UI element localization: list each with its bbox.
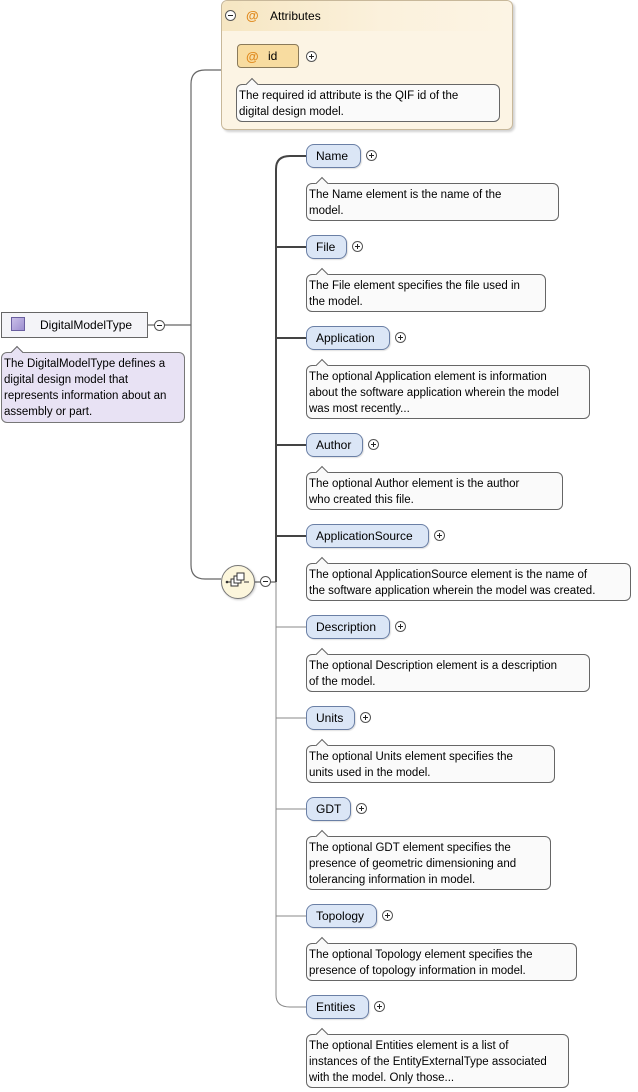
expand-icon[interactable]: [395, 332, 406, 343]
attribute-id-label: id: [268, 49, 278, 63]
attributes-header: [222, 1, 512, 31]
note-line: assembly or part.: [4, 406, 93, 418]
root-type-node[interactable]: [1, 312, 148, 338]
expand-icon[interactable]: [366, 150, 377, 161]
note-line: of the model.: [309, 676, 376, 688]
expand-id-icon[interactable]: [306, 51, 317, 62]
note-line: presence of geometric dimensioning and: [309, 858, 517, 870]
attribute-id-note: The required id attribute is the QIF id …: [236, 84, 500, 122]
element-label: File: [316, 240, 336, 254]
attribute-id-node[interactable]: [237, 44, 299, 68]
note-line: The optional Topology element specifies …: [309, 949, 533, 961]
sequence-glyph: [225, 572, 249, 587]
expand-icon[interactable]: [356, 803, 367, 814]
element-note: The optional GDT element specifies the pr…: [306, 836, 551, 890]
element-node-topology[interactable]: [306, 904, 377, 928]
expand-icon[interactable]: [434, 530, 445, 541]
note-line: instances of the EntityExternalType asso…: [309, 1056, 547, 1068]
note-line: The optional Units element specifies the: [309, 751, 513, 763]
element-note: The optional Units element specifies the…: [306, 745, 555, 783]
note-line: The optional Application element is info…: [309, 371, 547, 383]
note-line: The optional Author element is the autho…: [309, 478, 520, 490]
element-label: Entities: [316, 1000, 356, 1014]
element-note: The optional Description element is a de…: [306, 654, 590, 692]
note-line: The optional GDT element specifies the: [309, 842, 511, 854]
element-label: Author: [316, 438, 352, 452]
element-label: Units: [316, 711, 344, 725]
note-line: with the model. Only those...: [309, 1072, 455, 1084]
at-sign-icon: @: [246, 8, 259, 23]
note-line: who created this file.: [309, 494, 414, 506]
collapse-attributes-icon[interactable]: [225, 10, 236, 21]
note-line: tolerancing information in model.: [309, 874, 476, 886]
note-line: units used in the model.: [309, 767, 431, 779]
note-line: the software application wherein the mod…: [309, 585, 596, 597]
element-label: ApplicationSource: [316, 529, 413, 543]
element-note: The optional Entities element is a list …: [306, 1034, 569, 1088]
note-line: the model.: [309, 296, 363, 308]
expand-icon[interactable]: [368, 439, 379, 450]
element-note: The File element specifies the file used…: [306, 274, 546, 312]
sequence-compositor-icon[interactable]: [221, 565, 255, 599]
note-line: was most recently...: [309, 403, 410, 415]
note-line: represents information about an: [4, 390, 167, 402]
note-line: The Name element is the name of the: [309, 189, 502, 201]
element-node-entities[interactable]: [306, 995, 369, 1019]
element-note: The optional Application element is info…: [306, 365, 590, 419]
note-line: digital design model that: [4, 374, 129, 386]
note-line: The File element specifies the file used…: [309, 280, 520, 292]
element-node-description[interactable]: [306, 615, 390, 639]
note-line: presence of topology information in mode…: [309, 965, 526, 977]
note-line: model.: [309, 205, 344, 217]
expand-icon[interactable]: [382, 910, 393, 921]
note-line: about the software application wherein t…: [309, 387, 559, 399]
at-sign-icon: @: [246, 49, 259, 64]
element-label: Name: [316, 149, 349, 163]
element-note: The optional Topology element specifies …: [306, 943, 577, 981]
note-line: digital design model.: [239, 106, 344, 118]
expand-icon[interactable]: [395, 621, 406, 632]
element-note: The optional Author element is the autho…: [306, 472, 563, 510]
expand-icon[interactable]: [352, 241, 363, 252]
element-label: Description: [316, 620, 377, 634]
expand-icon[interactable]: [360, 712, 371, 723]
collapse-sequence-icon[interactable]: [260, 576, 271, 587]
note-line: The optional Description element is a de…: [309, 660, 558, 672]
element-label: GDT: [316, 802, 342, 816]
expand-icon[interactable]: [374, 1001, 385, 1012]
element-node-author[interactable]: [306, 433, 363, 457]
collapse-root-icon[interactable]: [154, 320, 165, 331]
root-type-label: DigitalModelType: [40, 318, 133, 332]
note-line: The DigitalModelType defines a: [4, 358, 166, 370]
note-line: The optional ApplicationSource element i…: [309, 569, 588, 581]
element-node-gdt[interactable]: [306, 797, 351, 821]
element-node-name[interactable]: [306, 144, 361, 168]
attributes-title: Attributes: [270, 9, 321, 23]
note-line: The optional Entities element is a list …: [309, 1040, 509, 1052]
element-node-file[interactable]: [306, 235, 347, 259]
note-line: The required id attribute is the QIF id …: [239, 90, 459, 102]
root-type-note: The DigitalModelType defines a digital d…: [1, 352, 185, 423]
element-label: Application: [316, 331, 375, 345]
element-node-application[interactable]: [306, 326, 390, 350]
element-note: The Name element is the name of the model…: [306, 183, 559, 221]
complex-type-icon: [11, 317, 25, 331]
element-node-units[interactable]: [306, 706, 355, 730]
element-label: Topology: [316, 909, 365, 923]
element-note: The optional ApplicationSource element i…: [306, 563, 631, 601]
element-node-applicationsource[interactable]: [306, 524, 429, 548]
